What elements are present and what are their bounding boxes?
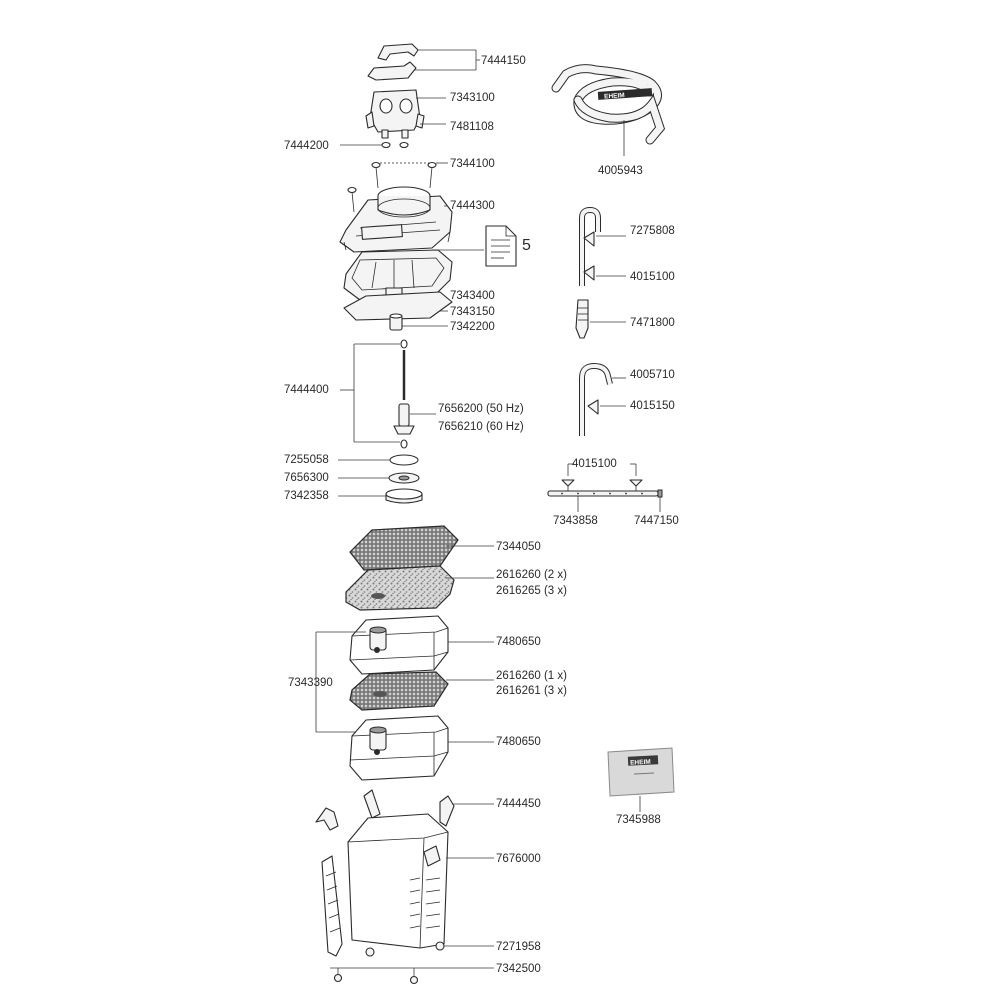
label-7444200: 7444200 (284, 140, 329, 152)
label-7255058: 7255058 (284, 454, 329, 466)
canister-clips-part-7444450 (363, 789, 455, 827)
label-2616260-b: 2616260 (1 x) (496, 670, 567, 682)
label-4005943: 4005943 (598, 165, 643, 177)
label-7343858: 7343858 (553, 515, 598, 527)
label-7343150: 7343150 (450, 306, 495, 318)
label-7444150: 7444150 (481, 55, 526, 67)
document-icon (485, 225, 517, 267)
label-7444400: 7444400 (284, 384, 329, 396)
clip-part-7444150 (367, 43, 419, 81)
label-7444450: 7444450 (496, 798, 541, 810)
feet-part-7271958 (333, 941, 445, 985)
label-7444300: 7444300 (450, 200, 495, 212)
sponge-pad-part-2616261 (349, 671, 449, 711)
label-7345988: 7345988 (616, 814, 661, 826)
label-7656210: 7656210 (60 Hz) (438, 421, 524, 433)
label-7343390: 7343390 (288, 677, 333, 689)
label-7656200: 7656200 (50 Hz) (438, 403, 524, 415)
label-4015100: 4015100 (630, 271, 675, 283)
suction-cup-part-4015100 (583, 231, 595, 281)
canister-handle-part (321, 855, 343, 957)
label-7343400: 7343400 (450, 290, 495, 302)
label-2616261: 2616261 (3 x) (496, 685, 567, 697)
filter-pad-part-7344050 (349, 525, 459, 571)
gasket-part-7343150 (343, 291, 453, 321)
label-document-number: 5 (522, 237, 531, 254)
hose-brand-text: EHEIM (604, 92, 625, 100)
canister-part-7676000 (347, 813, 449, 949)
label-7676000: 7676000 (496, 853, 541, 865)
label-7271958: 7271958 (496, 941, 541, 953)
label-2616265: 2616265 (3 x) (496, 585, 567, 597)
label-7480650-b: 7480650 (496, 736, 541, 748)
suction-cup-pair-4015100 (561, 479, 643, 492)
end-cap-part-7447150 (657, 489, 663, 498)
hose-part-4005943: EHEIM (551, 64, 666, 145)
label-7480650-a: 7480650 (496, 636, 541, 648)
motor-housing-part-7343400 (343, 249, 453, 301)
label-7342200: 7342200 (450, 321, 495, 333)
sachet-brand-text: EHEIM (630, 759, 651, 767)
label-7471800: 7471800 (630, 317, 675, 329)
label-4015100-b: 4015100 (572, 458, 617, 470)
pump-head-part-7444300 (339, 186, 453, 253)
grease-sachet-part-7345988: EHEIM (607, 747, 675, 797)
clip-loose-part (315, 807, 339, 831)
nozzle-part-7342200 (389, 313, 403, 331)
valve-block-part-7343100 (365, 89, 425, 139)
label-7481108: 7481108 (450, 121, 494, 133)
o-ring-part-7255058 (389, 454, 419, 466)
media-basket-part-7480650-lower (349, 715, 449, 781)
label-2616260-a: 2616260 (2 x) (496, 569, 567, 581)
spray-bar-part-7343858 (547, 490, 659, 497)
label-7342500: 7342500 (496, 963, 541, 975)
rubber-bearing-part-7656300 (388, 472, 420, 484)
intake-pipe-part-7275808 (579, 206, 601, 286)
label-7344100: 7344100 (450, 158, 495, 170)
media-basket-part-7480650-upper (349, 615, 449, 675)
o-ring-part-7444200 (381, 141, 409, 149)
screw-part-7344100 (347, 161, 437, 213)
label-4005710: 4005710 (630, 369, 675, 381)
impeller-part-7656200 (393, 339, 415, 449)
sponge-pad-part-2616260 (345, 565, 455, 611)
suction-cup-part-4015150 (587, 399, 599, 415)
outlet-pipe-part-4005710 (579, 362, 613, 436)
label-7342358: 7342358 (284, 490, 329, 502)
label-7447150: 7447150 (634, 515, 679, 527)
label-7656300: 7656300 (284, 472, 329, 484)
label-7343100: 7343100 (450, 92, 495, 104)
intake-strainer-part-7471800 (575, 299, 589, 339)
label-4015150: 4015150 (630, 400, 675, 412)
impeller-cover-part-7342358 (385, 488, 423, 504)
label-7344050: 7344050 (496, 541, 541, 553)
label-7275808: 7275808 (630, 225, 675, 237)
